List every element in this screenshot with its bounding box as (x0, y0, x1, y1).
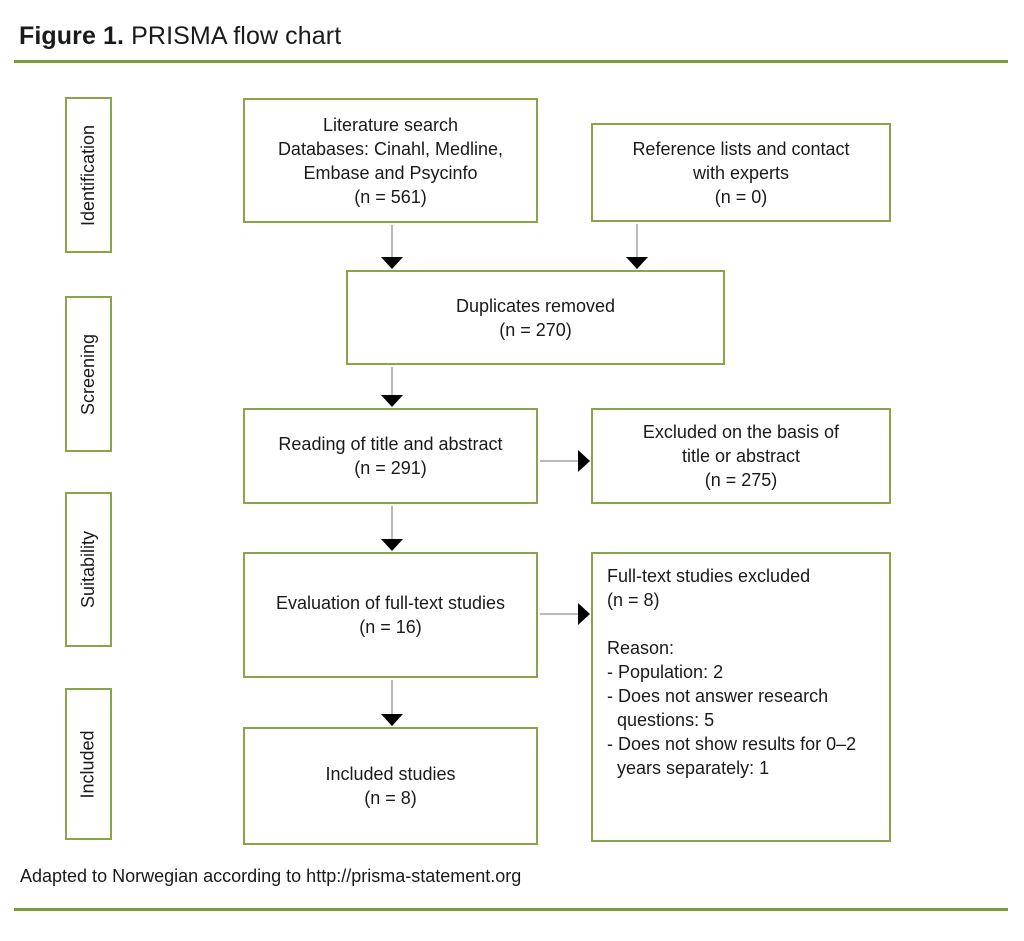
stage-box-suitability: Suitability (65, 492, 112, 647)
flow-box-literature-search-text: Literature search Databases: Cinahl, Med… (277, 114, 504, 207)
arrowhead-reference-to-duplicates (626, 257, 648, 269)
stage-box-identification: Identification (65, 97, 112, 253)
flow-box-excluded-title-abstract: Excluded on the basis of title or abstra… (591, 408, 891, 504)
flow-box-title-abstract-reading-text: Reading of title and abstract (n = 291) (278, 434, 503, 478)
arrowhead-reading-to-excluded (578, 450, 590, 472)
stage-label-included: Included (78, 729, 98, 799)
figure-title-text: PRISMA flow chart (124, 22, 342, 50)
bottom-divider (14, 908, 1008, 911)
flow-box-fulltext-excluded: Full-text studies excluded (n = 8) Reaso… (591, 552, 891, 842)
stage-label-screening: Screening (78, 333, 98, 415)
arrowhead-literature-to-duplicates (381, 257, 403, 269)
footer-attribution: Adapted to Norwegian according to http:/… (20, 866, 522, 886)
flow-box-title-abstract-reading: Reading of title and abstract (n = 291) (243, 408, 538, 504)
flow-box-included-studies-text: Included studies (n = 8) (325, 764, 456, 808)
flow-box-excluded-title-abstract-text: Excluded on the basis of title or abstra… (642, 422, 840, 490)
flow-box-duplicates-removed: Duplicates removed (n = 270) (346, 270, 725, 365)
flow-box-duplicates-removed-text: Duplicates removed (n = 270) (455, 295, 616, 340)
arrowhead-evaluation-to-fulltext-excluded (578, 603, 590, 625)
arrowhead-duplicates-to-reading (381, 395, 403, 407)
figure-number-label: Figure 1. (19, 22, 125, 50)
flow-box-reference-lists-text: Reference lists and contact with experts… (632, 138, 850, 207)
flow-box-fulltext-excluded-text: Full-text studies excluded (n = 8) Reaso… (607, 566, 857, 778)
flow-box-included-studies: Included studies (n = 8) (243, 727, 538, 845)
figure-title: Figure 1. PRISMA flow chart (19, 22, 341, 51)
stage-label-suitability: Suitability (78, 530, 99, 609)
flow-box-fulltext-evaluation: Evaluation of full-text studies (n = 16) (243, 552, 538, 678)
stage-label-identification: Identification (78, 124, 99, 226)
flow-box-fulltext-evaluation-text: Evaluation of full-text studies (n = 16) (275, 593, 506, 637)
top-divider (14, 60, 1008, 63)
stage-box-screening: Screening (65, 296, 112, 452)
arrowhead-reading-to-evaluation (381, 539, 403, 551)
flow-box-literature-search: Literature search Databases: Cinahl, Med… (243, 98, 538, 223)
flow-box-reference-lists: Reference lists and contact with experts… (591, 123, 891, 222)
stage-box-included: Included (65, 688, 112, 840)
arrowhead-evaluation-to-included (381, 714, 403, 726)
